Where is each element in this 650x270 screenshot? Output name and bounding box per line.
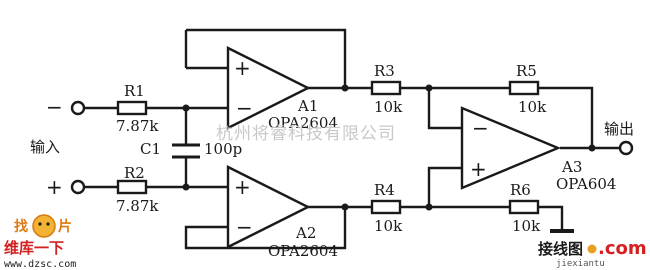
resistor-r1 — [116, 100, 148, 116]
opamp-a2 — [226, 165, 311, 249]
r5-value: 10k — [518, 98, 547, 116]
r3-name: R3 — [374, 62, 395, 80]
logo-jiexiantu-brand: 接线图 — [538, 240, 583, 258]
junction-dot — [588, 144, 596, 152]
r2-name: R2 — [124, 164, 145, 182]
capacitor-c1 — [172, 143, 200, 159]
logo-dzsc-line2: 维库一下 — [4, 239, 64, 257]
logo-mascot-eye-icon — [38, 222, 42, 226]
a2-plus-sign: + — [234, 175, 251, 199]
a2-minus-sign: − — [236, 215, 253, 239]
c1-value: 100p — [204, 140, 242, 158]
r6-name: R6 — [510, 181, 531, 199]
input-pos-sign: + — [46, 175, 63, 199]
a1-minus-sign: − — [236, 96, 253, 120]
r4-value: 10k — [374, 217, 403, 235]
logo-dzsc-url: www.dzsc.com — [4, 259, 76, 270]
resistor-r6 — [508, 199, 540, 215]
junction-dot — [182, 104, 190, 112]
input-neg-sign: − — [46, 95, 63, 119]
logo-mascot-icon — [32, 214, 56, 238]
logo-dzsc: 找 片 维库一下 www.dzsc.com — [4, 214, 76, 270]
logo-mascot-eye-icon — [46, 222, 50, 226]
r3-value: 10k — [374, 98, 403, 116]
a1-plus-sign: + — [234, 56, 251, 80]
r5-name: R5 — [516, 62, 537, 80]
input-neg-terminal — [70, 100, 86, 116]
r1-name: R1 — [124, 82, 145, 100]
opamp-a1 — [226, 46, 311, 130]
wire-r5-to-output — [538, 86, 594, 148]
wires — [84, 28, 620, 250]
a1-name: A1 — [297, 97, 318, 115]
resistor-r2 — [116, 179, 148, 195]
junction-dot — [341, 84, 349, 92]
a2-model: OPA2604 — [268, 242, 338, 260]
wire-node-to-a3-minus — [427, 88, 462, 130]
r1-value: 7.87k — [116, 117, 159, 135]
a3-name: A3 — [561, 158, 582, 176]
resistor-r4 — [370, 199, 402, 215]
c1-name: C1 — [140, 140, 161, 158]
a1-model: OPA2604 — [268, 114, 338, 132]
wire-r6-to-ground — [538, 205, 564, 230]
r2-value: 7.87k — [116, 197, 159, 215]
junction-dot — [341, 203, 349, 211]
opamp-a3 — [460, 106, 562, 190]
logo-jiexiantu-com: .com — [598, 238, 647, 259]
output-terminal — [618, 140, 634, 156]
wire-a1-feedback-loop — [186, 28, 347, 88]
logo-dot-icon — [587, 244, 597, 254]
junction-dot — [425, 203, 433, 211]
wire-node-to-a3-plus — [427, 166, 462, 207]
junction-dot — [425, 84, 433, 92]
logo-dzsc-line1: 找 — [14, 218, 28, 235]
r4-name: R4 — [374, 181, 395, 199]
a3-minus-sign: − — [472, 116, 489, 140]
junction-dot — [182, 183, 190, 191]
a2-name: A2 — [295, 224, 316, 242]
r6-value: 10k — [512, 217, 541, 235]
watermark-text: 杭州将睿科技有限公司 — [216, 124, 396, 144]
logo-jiexiantu-url: jiexiantu — [556, 259, 605, 269]
resistor-r5 — [508, 80, 540, 96]
output-label: 输出 — [604, 120, 634, 138]
junctions — [182, 84, 596, 211]
input-label: 输入 — [30, 138, 60, 156]
wire-a2-feedback-loop — [184, 207, 347, 250]
a3-model: OPA604 — [556, 175, 616, 193]
logo-jiexiantu: 接线图 .com jiexiantu — [538, 238, 647, 269]
a3-plus-sign: + — [470, 157, 487, 181]
logo-dzsc-line1b: 片 — [58, 218, 72, 235]
input-pos-terminal — [70, 179, 86, 195]
resistor-r3 — [370, 80, 402, 96]
